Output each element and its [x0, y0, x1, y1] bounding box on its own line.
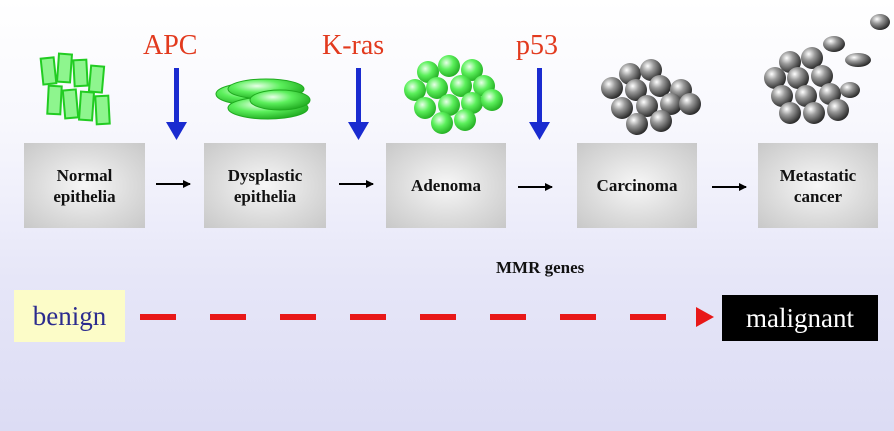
stage-carcinoma: Carcinoma: [577, 143, 697, 228]
malignant-label: malignant: [722, 295, 878, 341]
mmr-genes-label: MMR genes: [496, 258, 585, 277]
stage-dysplastic-epithelia: Dysplastic epithelia: [204, 143, 326, 228]
progression-arrow: [140, 307, 714, 327]
apc-arrow-icon: [166, 68, 187, 140]
normal-cells-icon: [39, 52, 111, 126]
gene-arrows: [166, 68, 550, 140]
adenoma-cells-icon: [404, 55, 503, 134]
dysplastic-cells-icon: [215, 78, 311, 120]
stage-normal-epithelia: Normal epithelia: [24, 143, 145, 228]
stage-metastatic-cancer: Metastatic cancer: [758, 143, 878, 228]
p53-arrow-icon: [529, 68, 550, 140]
benign-label: benign: [14, 290, 125, 342]
gene-label-apc: APC: [143, 30, 198, 61]
gene-label-p53: p53: [516, 30, 558, 61]
carcinoma-cells-icon: [601, 59, 701, 135]
stage-adenoma: Adenoma: [386, 143, 506, 228]
kras-arrow-icon: [348, 68, 369, 140]
gene-label-kras: K-ras: [322, 30, 385, 61]
metastatic-cells-icon: [764, 14, 890, 124]
stage-arrows: [156, 180, 747, 191]
